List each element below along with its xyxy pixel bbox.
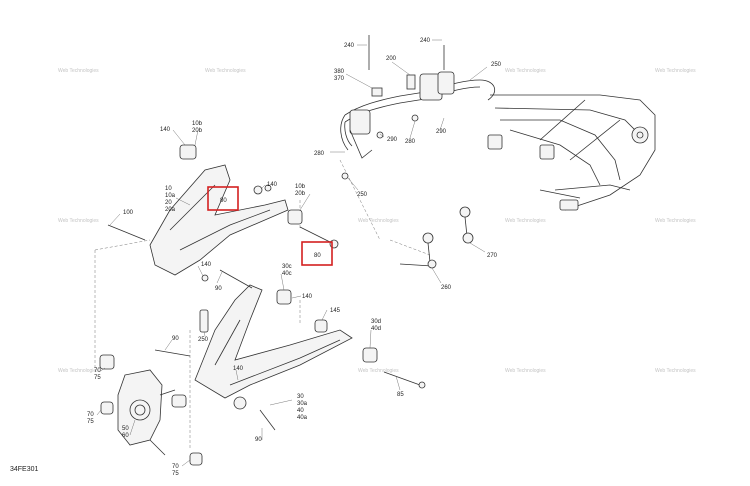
callout-labels: 240 240 200 250 380 370 290 290 280 280 … (87, 38, 502, 477)
rear-frame-assembly (487, 94, 656, 211)
watermark: Web Technologies (358, 218, 399, 224)
callout-85[interactable]: 85 (397, 392, 404, 398)
callout-140[interactable]: 140 (233, 366, 244, 372)
callout-250[interactable]: 250 (491, 62, 502, 68)
callout-240[interactable]: 240 (420, 38, 431, 44)
watermark: Web Technologies (505, 68, 546, 74)
callout-10b-20b[interactable]: 10b 20b (295, 184, 307, 197)
callout-140[interactable]: 140 (302, 294, 313, 300)
knuckle-assembly (99, 354, 203, 466)
callout-140[interactable]: 140 (160, 127, 171, 133)
callout-70-75[interactable]: 70 75 (87, 412, 95, 425)
callout-100[interactable]: 100 (123, 210, 134, 216)
callout-280[interactable]: 280 (405, 139, 416, 145)
upper-control-arm (107, 144, 339, 282)
callout-380-370[interactable]: 380 370 (334, 69, 346, 82)
leader-lines (96, 39, 488, 467)
watermark: Web Technologies (655, 218, 696, 224)
diagram-code: 34FE301 (10, 466, 39, 473)
assembly-guides (94, 159, 431, 450)
callout-80[interactable]: 80 (220, 198, 227, 204)
watermark: Web Technologies (655, 368, 696, 374)
callout-140[interactable]: 140 (201, 262, 212, 268)
callout-70-75[interactable]: 70 75 (172, 464, 180, 477)
callout-280[interactable]: 280 (314, 151, 325, 157)
callout-90[interactable]: 90 (215, 286, 222, 292)
callout-145[interactable]: 145 (330, 308, 341, 314)
callout-30d-40d[interactable]: 30d 40d (371, 319, 383, 332)
callout-250[interactable]: 250 (357, 192, 368, 198)
callout-30-30a-40-40a[interactable]: 30 30a 40 40a (297, 394, 309, 421)
callout-80[interactable]: 80 (314, 253, 321, 259)
callout-90[interactable]: 90 (255, 437, 262, 443)
watermark: Web Technologies (505, 368, 546, 374)
callout-290[interactable]: 290 (387, 137, 398, 143)
callout-90[interactable]: 90 (172, 336, 179, 342)
watermark: Web Technologies (358, 368, 399, 374)
callout-290[interactable]: 290 (436, 129, 447, 135)
watermark: Web Technologies (58, 68, 99, 74)
callout-260[interactable]: 260 (441, 285, 452, 291)
highlight-boxes (207, 186, 333, 266)
callout-10b-20b[interactable]: 10b 20b (192, 121, 204, 134)
lower-control-arm (154, 269, 426, 431)
callout-140[interactable]: 140 (267, 182, 278, 188)
watermark: Web Technologies (655, 68, 696, 74)
watermark: Web Technologies (58, 218, 99, 224)
callout-270[interactable]: 270 (487, 253, 498, 259)
callout-70-75[interactable]: 70 75 (94, 368, 102, 381)
stabilizer-link (399, 206, 474, 269)
callout-50-60[interactable]: 50 60 (122, 426, 130, 439)
callout-10-10a-20-20a[interactable]: 10 10a 20 20a (165, 186, 177, 213)
sway-bar-assembly (340, 35, 496, 180)
callout-30c-40c[interactable]: 30c 40c (282, 264, 293, 277)
callout-200[interactable]: 200 (386, 56, 397, 62)
highlight-box-80-upper (207, 186, 239, 211)
callout-240[interactable]: 240 (344, 43, 355, 49)
watermark: Web Technologies (58, 368, 99, 374)
highlight-box-80-lower (301, 241, 333, 266)
callout-250[interactable]: 250 (198, 337, 209, 343)
watermark: Web Technologies (505, 218, 546, 224)
watermark: Web Technologies (205, 68, 246, 74)
